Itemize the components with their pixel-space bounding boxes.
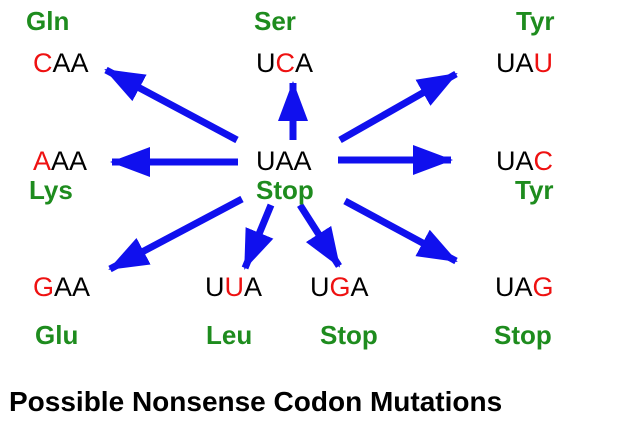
amino-acid-ser: Ser <box>254 6 296 36</box>
arrow-to-uag <box>343 197 458 265</box>
amino-acid-lys: Lys <box>29 175 73 205</box>
codon-uga-suffix: A <box>351 272 369 302</box>
arrow-to-caa <box>104 66 239 144</box>
codon-caa-suffix: AA <box>53 48 89 78</box>
arrow-to-uua <box>241 203 275 270</box>
amino-acid-glu: Glu <box>35 320 78 350</box>
codon-uag-mutated-base: G <box>533 272 554 302</box>
codon-uau-prefix: UA <box>496 48 534 78</box>
codon-uga-mutated-base: G <box>330 272 351 302</box>
center-amino-acid: Stop <box>256 175 314 205</box>
mutation-arrows <box>104 66 458 273</box>
codon-uca-mutated-base: C <box>276 48 296 78</box>
amino-acid-stop-uag: Stop <box>494 320 552 350</box>
amino-acid-tyr-top: Tyr <box>516 6 555 36</box>
codon-uau: UAU <box>496 48 553 78</box>
codon-uua-suffix: A <box>244 272 262 302</box>
codon-uca-prefix: U <box>256 48 276 78</box>
codon-uua-prefix: U <box>205 272 225 302</box>
codon-gaa-mutated-base: G <box>33 272 54 302</box>
codon-aaa-suffix: AA <box>51 146 87 176</box>
codon-aaa-mutated-base: A <box>33 146 51 176</box>
amino-acid-tyr-middle: Tyr <box>515 175 554 205</box>
codon-uac-mutated-base: C <box>534 146 554 176</box>
codon-caa: CAA <box>33 48 89 78</box>
codon-gaa-suffix: AA <box>54 272 90 302</box>
codon-gaa: GAA <box>33 272 90 302</box>
codon-caa-mutated-base: C <box>33 48 53 78</box>
codon-uua-mutated-base: U <box>225 272 245 302</box>
codon-uag-prefix: UA <box>495 272 533 302</box>
diagram-caption: Possible Nonsense Codon Mutations <box>9 386 502 417</box>
amino-acid-leu: Leu <box>206 320 252 350</box>
arrow-to-uga <box>297 203 342 268</box>
codon-uac-prefix: UA <box>496 146 534 176</box>
codon-uac: UAC <box>496 146 553 176</box>
codon-uga: UGA <box>310 272 369 302</box>
amino-acid-stop-uga: Stop <box>320 320 378 350</box>
codon-uua: UUA <box>205 272 262 302</box>
codon-uag: UAG <box>495 272 554 302</box>
arrow-to-gaa <box>108 195 244 273</box>
codon-aaa: AAA <box>33 146 87 176</box>
codon-uca: UCA <box>256 48 313 78</box>
codon-uau-mutated-base: U <box>534 48 554 78</box>
arrow-to-uau <box>338 70 458 144</box>
center-codon: UAA <box>256 146 312 176</box>
codon-uga-prefix: U <box>310 272 330 302</box>
amino-acid-gln: Gln <box>26 6 69 36</box>
codon-uca-suffix: A <box>295 48 313 78</box>
